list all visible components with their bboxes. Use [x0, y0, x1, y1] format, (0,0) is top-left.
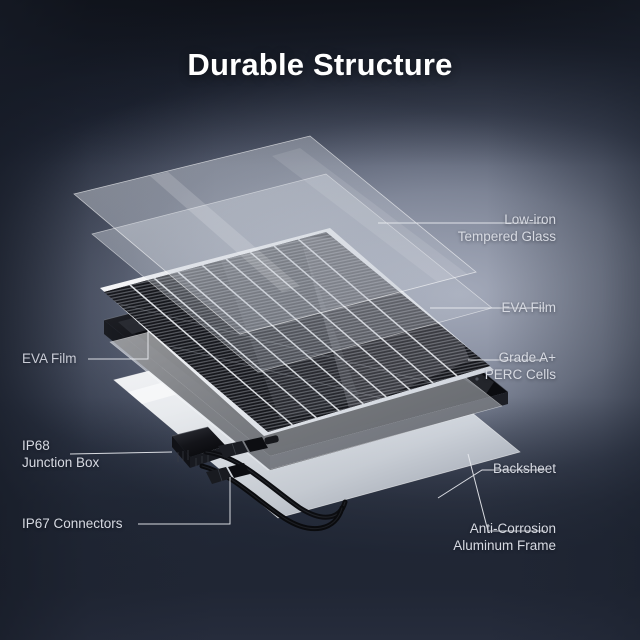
leader-ip67-connectors [138, 477, 231, 525]
layer-tempered-glass [73, 135, 477, 335]
ip67-connector-a [218, 435, 279, 458]
leader-lines [69, 222, 545, 532]
leader-eva-film-bottom [88, 330, 149, 360]
callout-ip67-connectors: IP67 Connectors [22, 516, 123, 531]
callout-grade-a-perc-cells: Grade A+ PERC Cells [484, 350, 556, 382]
callout-low-iron-tempered-glass: Low-iron Tempered Glass [457, 212, 556, 244]
callout-eva-film-top: EVA Film [501, 300, 556, 315]
page-title: Durable Structure [187, 47, 453, 82]
leader-anti-corrosion-frame [467, 453, 545, 532]
leader-ip68-junction-box [69, 451, 173, 455]
callout-ip68-junction-box: IP68 Junction Box [22, 438, 100, 470]
junction-box-assembly [171, 426, 348, 531]
leader-backsheet [437, 469, 545, 499]
ip67-connector-b [206, 463, 250, 484]
callout-backsheet: Backsheet [492, 461, 556, 476]
callout-anti-corrosion-aluminum-frame: Anti-Corrosion Aluminum Frame [453, 521, 556, 553]
callout-eva-film-bottom: EVA Film [22, 351, 77, 366]
